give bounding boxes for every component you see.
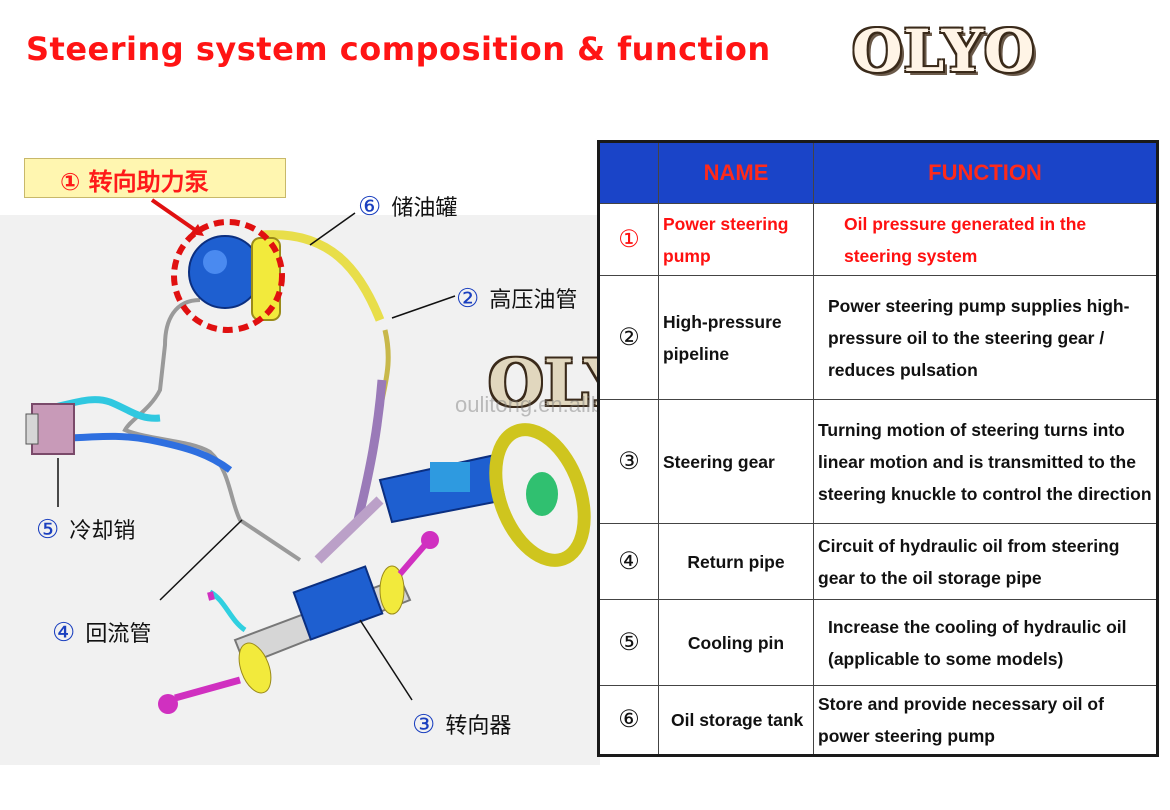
tie-rod-right <box>397 543 428 576</box>
pump-label: ① 转向助力泵 <box>60 168 209 196</box>
brand-logo: OLYO <box>852 17 1036 85</box>
callout-number: ④ <box>52 618 76 648</box>
high-pressure-pipe <box>261 230 385 322</box>
row-number: ⑤ <box>598 599 659 686</box>
callout-number: ③ <box>412 710 436 740</box>
row-number: ② <box>598 275 659 400</box>
row-name: Steering gear <box>658 399 814 524</box>
pump-pulley <box>203 250 227 274</box>
table-row: ⑤ Cooling pin Increase the cooling of hy… <box>598 599 1158 686</box>
row-number: ④ <box>598 523 659 600</box>
row-function: Oil pressure generated in the steering s… <box>813 203 1158 276</box>
callout-number: ② <box>456 284 480 314</box>
table-row: ① Power steering pump Oil pressure gener… <box>598 203 1158 276</box>
row-number: ① <box>598 203 659 276</box>
leader-high-pressure <box>391 295 456 319</box>
pressure-hose <box>353 379 387 522</box>
callout-label: 储油罐 <box>391 196 458 221</box>
gear-fitting <box>207 591 215 601</box>
gear-feed-line <box>208 589 247 633</box>
cooling-pin-bracket <box>25 413 39 445</box>
row-function: Circuit of hydraulic oil from steering g… <box>813 523 1158 600</box>
rack-boot-right <box>379 565 405 615</box>
header-function: FUNCTION <box>813 141 1158 204</box>
row-name: Power steering pump <box>658 203 814 276</box>
row-name: Return pipe <box>658 523 814 600</box>
row-name: Cooling pin <box>658 599 814 686</box>
leader-steering-gear <box>359 619 413 701</box>
table-row: ③ Steering gear Turning motion of steeri… <box>598 399 1158 524</box>
leader-tank <box>309 212 356 246</box>
steering-column-housing <box>430 462 470 492</box>
row-function: Turning motion of steering turns into li… <box>813 399 1158 524</box>
cooling-pin-module <box>31 403 75 455</box>
callout-label: 回流管 <box>85 622 152 647</box>
steering-wheel-hub <box>526 472 558 516</box>
steering-gear-body <box>292 565 384 641</box>
callout-label: 转向器 <box>445 714 512 739</box>
table-header-row: NAME FUNCTION <box>598 141 1158 204</box>
callout-number: ⑤ <box>36 515 60 545</box>
callout-cooling-pin: ⑤ 冷却销 <box>36 513 135 545</box>
table-row: ② High-pressure pipeline Power steering … <box>598 275 1158 400</box>
callout-high-pressure-pipe: ② 高压油管 <box>456 282 577 314</box>
steering-system-illustration <box>25 198 591 714</box>
components-table: NAME FUNCTION ① Power steering pump Oil … <box>597 140 1159 757</box>
return-pipe <box>122 298 302 562</box>
highlight-arrow <box>150 198 200 234</box>
callout-label: 冷却销 <box>69 519 136 544</box>
callout-oil-tank: ⑥ 储油罐 <box>358 190 457 222</box>
callout-number: ⑥ <box>358 192 382 222</box>
row-number: ③ <box>598 399 659 524</box>
callout-return-pipe: ④ 回流管 <box>52 616 151 648</box>
tie-rod-end-right <box>421 531 439 549</box>
row-name: High-pressure pipeline <box>658 275 814 400</box>
tie-rod-left <box>174 676 241 702</box>
row-name: Oil storage tank <box>658 685 814 756</box>
steering-wheel <box>489 423 591 567</box>
intermediate-shaft <box>314 496 384 564</box>
header-number <box>598 141 659 204</box>
row-number: ⑥ <box>598 685 659 756</box>
header-name: NAME <box>658 141 814 204</box>
callout-steering-gear: ③ 转向器 <box>412 708 511 740</box>
leader-return-pipe <box>159 519 243 601</box>
table-row: ⑥ Oil storage tank Store and provide nec… <box>598 685 1158 756</box>
callout-label: 高压油管 <box>489 288 578 313</box>
row-function: Store and provide necessary oil of power… <box>813 685 1158 756</box>
row-function: Increase the cooling of hydraulic oil (a… <box>813 599 1158 686</box>
power-steering-pump <box>188 235 262 309</box>
tie-rod-end-left <box>158 694 178 714</box>
pump-label-box <box>24 158 286 198</box>
table-row: ④ Return pipe Circuit of hydraulic oil f… <box>598 523 1158 600</box>
row-function: Power steering pump supplies high-pressu… <box>813 275 1158 400</box>
pump-highlight-circle <box>171 219 285 333</box>
page-title: Steering system composition & function <box>26 30 771 68</box>
rack-boot-left <box>238 642 272 694</box>
